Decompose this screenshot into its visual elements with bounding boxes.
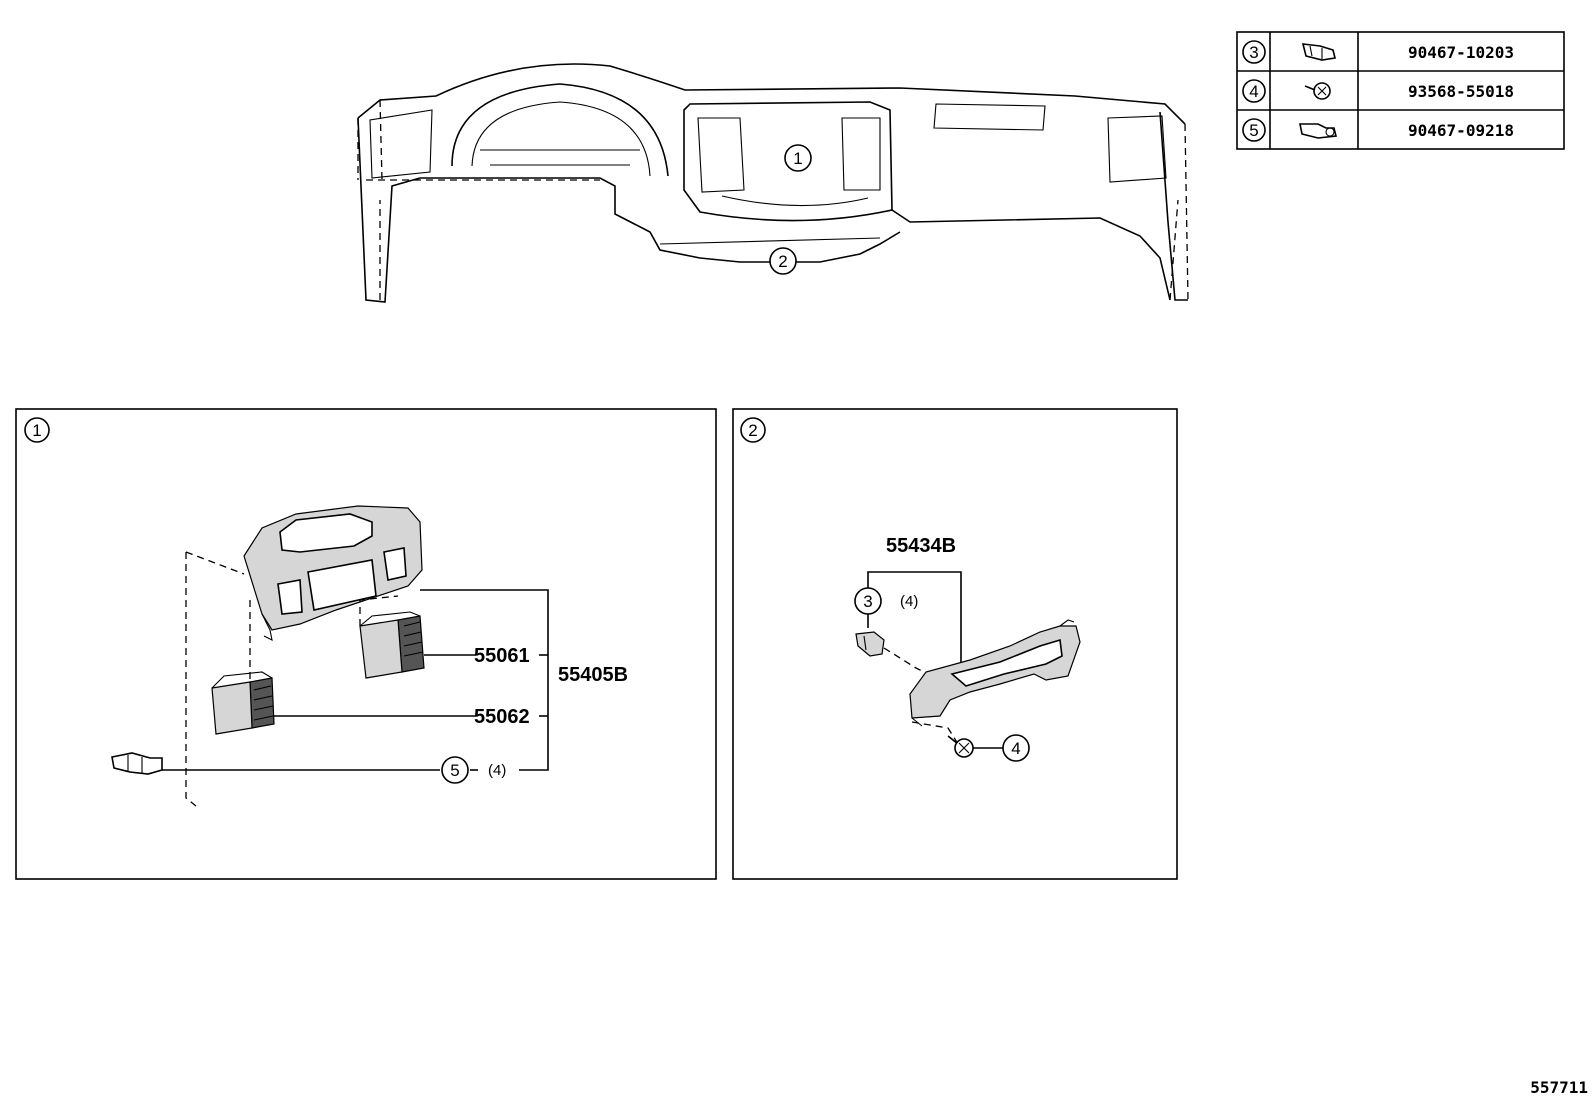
- clip-90467-10203: [855, 631, 885, 657]
- clip-icon: [1301, 43, 1336, 61]
- fastener-part-no-90467-10203: 90467-10203: [1408, 43, 1514, 62]
- detail-panel-1: 1: [15, 408, 717, 880]
- detail-1-ref-label: 1: [32, 421, 41, 440]
- illustration-number: 557711: [1530, 1078, 1588, 1097]
- fastener-row-5: 5 90467-09218: [1242, 118, 1514, 142]
- instrument-panel-overview: 1 2: [357, 63, 1189, 303]
- clip-90467-09218: [111, 752, 163, 775]
- fastener-part-no-90467-09218: 90467-09218: [1408, 121, 1514, 140]
- detail-2-screw-callout: 4: [1002, 734, 1030, 762]
- detail-2-ref-label: 2: [748, 421, 757, 440]
- detail-panel-2: 2 55434B 3 (4): [732, 408, 1178, 880]
- lower-center-finish-panel: [909, 619, 1081, 727]
- detail-2-clip-ref: 3: [863, 592, 872, 611]
- fastener-ref-3: 3: [1249, 43, 1258, 62]
- assembly-label-55434B: 55434B: [886, 535, 956, 557]
- fastener-row-4: 4 93568-55018: [1242, 79, 1514, 103]
- part-label-55061: 55061: [474, 645, 530, 667]
- fastener-row-3: 3 90467-10203: [1242, 40, 1514, 64]
- part-label-55062: 55062: [474, 706, 530, 728]
- overview-callout-1: 1: [784, 144, 812, 172]
- detail-2-clip-qty: (4): [900, 593, 918, 610]
- detail-1-ref: 1: [24, 417, 50, 443]
- overview-callout-2: 2: [769, 247, 797, 275]
- detail-2-ref: 2: [740, 417, 766, 443]
- detail-1-clip-callout: 5: [441, 756, 469, 784]
- vent-55061: [359, 611, 425, 679]
- screw-93568-55018: [947, 735, 974, 758]
- fastener-part-no-93568-55018: 93568-55018: [1408, 82, 1514, 101]
- vent-55062: [211, 671, 275, 735]
- overview-callout-2-label: 2: [778, 252, 787, 271]
- assembly-label-55405B: 55405B: [558, 664, 628, 686]
- detail-1-clip-qty: (4): [488, 762, 506, 779]
- fastener-ref-4: 4: [1249, 82, 1258, 101]
- detail-1-clip-ref: 5: [450, 761, 459, 780]
- clip-icon: [1299, 123, 1337, 139]
- screw-icon: [1304, 82, 1331, 100]
- detail-2-clip-callout: 3: [854, 587, 882, 615]
- center-cluster-finish-panel: [243, 505, 423, 641]
- overview-callout-1-label: 1: [793, 149, 802, 168]
- fastener-ref-5: 5: [1249, 121, 1258, 140]
- fastener-table: 3 90467-10203 4 93568-55018 5: [1236, 31, 1565, 150]
- detail-2-screw-ref: 4: [1011, 739, 1020, 758]
